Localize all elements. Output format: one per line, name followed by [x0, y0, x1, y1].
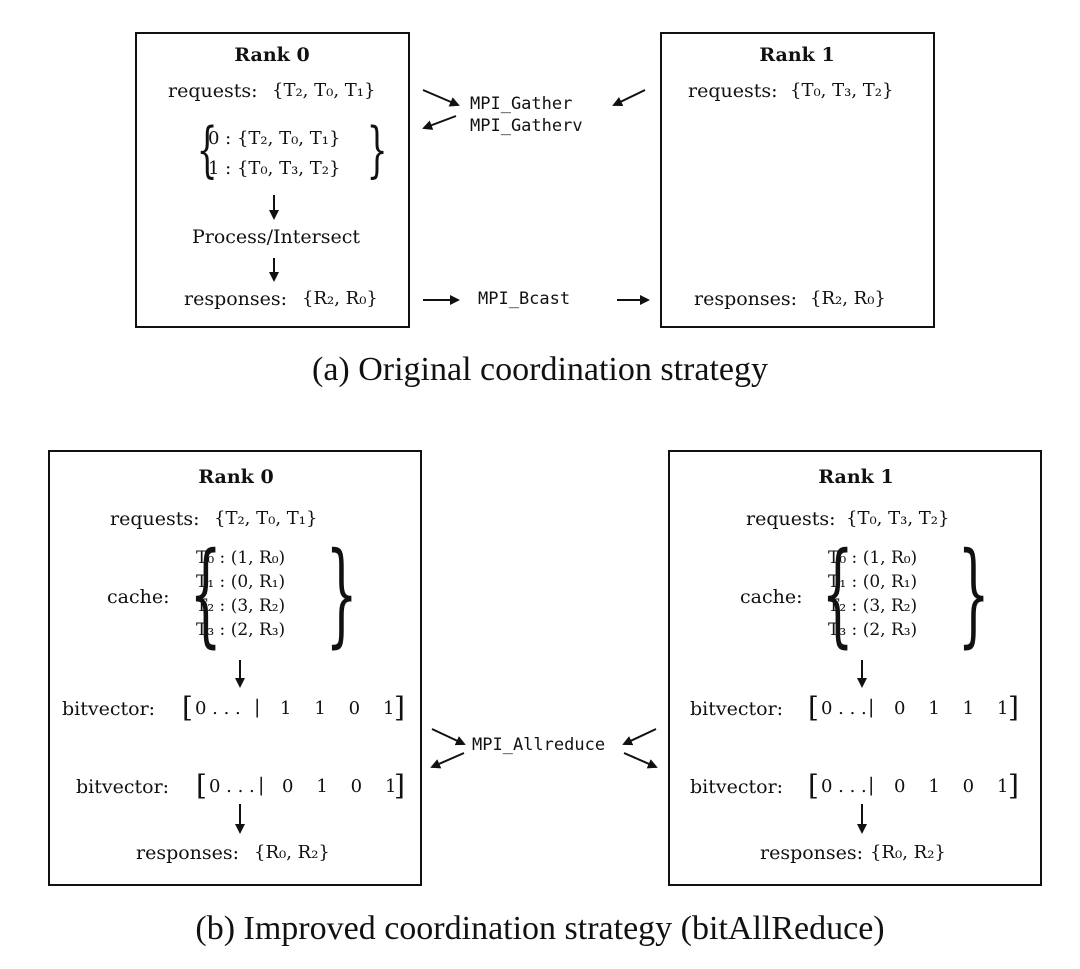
cache-entry: T₀ : (1, R₀) [196, 548, 286, 568]
panel-b-rank0-to-allreduce-arrow [431, 728, 466, 746]
panel-b-rank0-bitvector1-open-bracket: [ [182, 691, 193, 724]
panel-b-rank1-requests-set: {T₀, T₃, T₂} [846, 508, 950, 529]
panel-a-rank0-responses-label: responses: [184, 288, 288, 310]
panel-b-caption: (b) Improved coordination strategy (bitA… [195, 910, 885, 947]
panel-b-rank1-bitvector1-prefix: 0 . . . [821, 698, 867, 719]
panel-b-allreduce-to-rank1-arrow [623, 752, 658, 769]
panel-b-rank1-bitvector1-separator: | [868, 696, 875, 718]
panel-b-rank0-bitvector1-label: bitvector: [62, 698, 156, 720]
panel-b-rank1-cache-left-brace: { [821, 529, 854, 659]
panel-a-caption: (a) Original coordination strategy [311, 351, 769, 388]
panel-b-rank1-box [668, 450, 1042, 886]
panel-b-rank0-bitvector2-close-bracket: ] [394, 769, 405, 802]
panel-b-rank1-bitvector2-prefix: 0 . . . [821, 776, 867, 797]
panel-b-rank0-bitvector2-open-bracket: [ [196, 769, 207, 802]
cache-entry: T₂ : (3, R₂) [828, 596, 918, 616]
panel-b-rank1-cache-right-brace: } [957, 529, 990, 659]
panel-b-rank0-requests-set: {T₂, T₀, T₁} [214, 508, 318, 529]
panel-b-rank0-cache-label: cache: [107, 586, 170, 608]
panel-b-mpi-allreduce-label: MPI_Allreduce [472, 735, 606, 755]
cache-entry: T₂ : (3, R₂) [196, 596, 286, 616]
panel-b-rank1-title: Rank 1 [818, 466, 894, 488]
panel-b-rank0-bitvector1-bits: 1 1 0 1 [280, 698, 395, 719]
panel-b-allreduce-to-rank0-arrow [430, 752, 465, 769]
panel-a-process-label: Process/Intersect [191, 226, 361, 248]
panel-a-rank0-to-gather-arrow [422, 89, 460, 107]
cache-entry: T₁ : (0, R₁) [828, 572, 918, 592]
panel-a-gatherv-to-rank0-arrow [422, 115, 457, 130]
panel-a-rank1-responses-set: {R₂, R₀} [810, 288, 886, 309]
panel-b-rank1-bitvector2-bits: 0 1 0 1 [894, 776, 1009, 797]
panel-a-rank0-requests-label: requests: [168, 80, 258, 102]
panel-a-rank1-requests-label: requests: [688, 80, 778, 102]
panel-a-gathered-right-brace: } [366, 115, 388, 185]
panel-b-rank0-cache-entries: T₀ : (1, R₀) T₁ : (0, R₁) T₂ : (3, R₂) T… [196, 546, 285, 642]
panel-a-rank1-responses-label: responses: [694, 288, 798, 310]
panel-b-rank0-box [48, 450, 422, 886]
panel-a-gathered-line0: 0 : {T₂, T₀, T₁} [208, 128, 341, 149]
panel-b-rank1-bitvector2-label: bitvector: [690, 776, 784, 798]
panel-a-mpi-gatherv-label: MPI_Gatherv [470, 116, 583, 136]
panel-a-gathered-line1: 1 : {T₀, T₃, T₂} [208, 158, 341, 179]
panel-b-rank0-bitvector1-separator: | [254, 696, 261, 718]
panel-b-rank0-bitvector1-prefix: 0 . . . [195, 698, 241, 719]
panel-b-rank1-requests-label: requests: [746, 508, 836, 530]
panel-a-rank1-box [660, 32, 935, 328]
panel-a-rank1-to-gather-arrow [612, 89, 646, 107]
panel-a-rank1-requests-set: {T₀, T₃, T₂} [790, 80, 894, 101]
panel-a-rank0-requests-set: {T₂, T₀, T₁} [272, 80, 376, 101]
cache-entry: T₃ : (2, R₃) [828, 620, 918, 640]
cache-entry: T₀ : (1, R₀) [828, 548, 918, 568]
panel-b-rank0-cache-left-brace: { [189, 529, 222, 659]
panel-a-gathered-left-brace: { [196, 115, 218, 185]
panel-b-rank1-responses-set: {R₀, R₂} [870, 842, 946, 863]
panel-b-rank1-bitvector2-separator: | [868, 774, 875, 796]
cache-entry: T₃ : (2, R₃) [196, 620, 286, 640]
panel-a-rank1-title: Rank 1 [759, 44, 835, 66]
panel-b-rank0-title: Rank 0 [198, 466, 274, 488]
cache-entry: T₁ : (0, R₁) [196, 572, 286, 592]
panel-b-rank1-bitvector1-bits: 0 1 1 1 [894, 698, 1009, 719]
panel-b-rank1-responses-label: responses: [760, 842, 864, 864]
panel-a-mpi-bcast-label: MPI_Bcast [478, 289, 571, 309]
panel-b-rank1-bitvector2-close-bracket: ] [1008, 769, 1019, 802]
panel-a-mpi-gather-label: MPI_Gather [470, 94, 573, 114]
panel-b-rank0-cache-right-brace: } [325, 529, 358, 659]
panel-b-rank1-cache-entries: T₀ : (1, R₀) T₁ : (0, R₁) T₂ : (3, R₂) T… [828, 546, 917, 642]
panel-b-rank0-bitvector2-label: bitvector: [76, 776, 170, 798]
panel-b-rank1-bitvector1-open-bracket: [ [808, 691, 819, 724]
panel-b-rank1-bitvector2-open-bracket: [ [808, 769, 819, 802]
panel-b-rank1-bitvector1-label: bitvector: [690, 698, 784, 720]
panel-b-rank0-responses-set: {R₀, R₂} [254, 842, 330, 863]
panel-b-rank0-bitvector1-close-bracket: ] [394, 691, 405, 724]
panel-b-rank0-responses-label: responses: [136, 842, 240, 864]
panel-b-rank0-requests-label: requests: [110, 508, 200, 530]
panel-b-rank1-bitvector1-close-bracket: ] [1008, 691, 1019, 724]
panel-b-rank1-to-allreduce-arrow [622, 728, 657, 746]
panel-b-rank0-bitvector2-bits: 0 1 0 1 [282, 776, 397, 797]
panel-a-rank0-title: Rank 0 [234, 44, 310, 66]
panel-a-rank0-responses-set: {R₂, R₀} [302, 288, 378, 309]
panel-b-rank0-bitvector2-separator: | [258, 774, 265, 796]
panel-b-rank0-bitvector2-prefix: 0 . . . [209, 776, 255, 797]
panel-b-rank1-cache-label: cache: [740, 586, 803, 608]
